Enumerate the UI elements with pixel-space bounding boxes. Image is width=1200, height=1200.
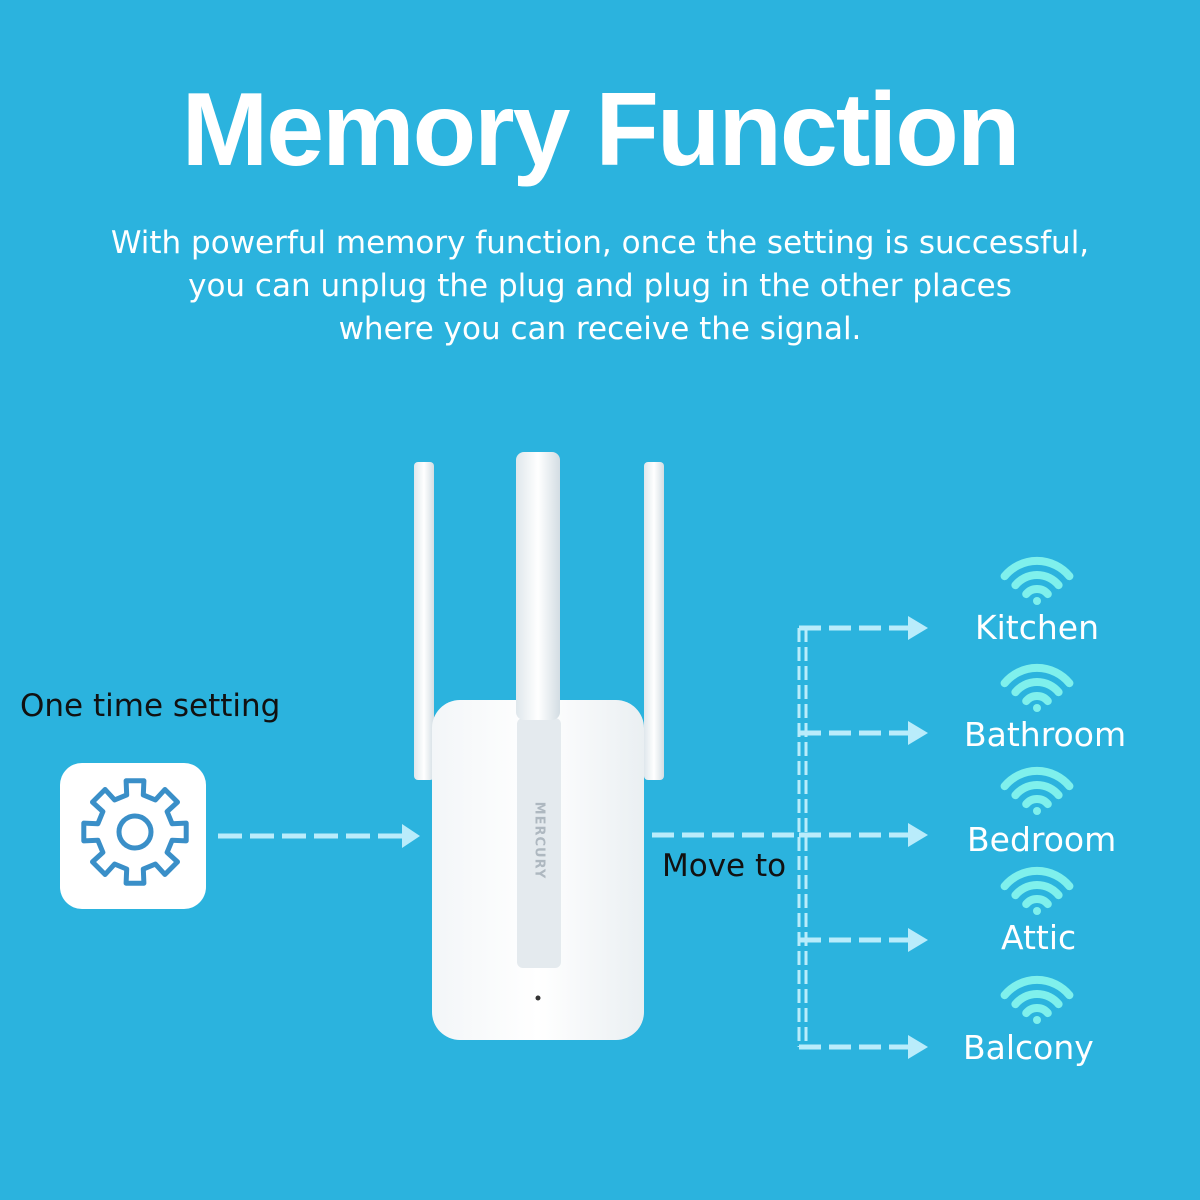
wifi-icon: [1000, 866, 1074, 915]
room-label-balcony: Balcony: [963, 1028, 1094, 1067]
setup-arrow: [218, 824, 420, 848]
wifi-icon: [1000, 975, 1074, 1024]
gear-hub: [116, 813, 154, 851]
center-antenna: [516, 452, 560, 720]
wifi-icons: [1000, 556, 1074, 1024]
description: With powerful memory function, once the …: [60, 222, 1140, 351]
wifi-extender-device: [414, 452, 664, 1040]
wifi-icon: [1000, 766, 1074, 815]
wifi-icon: [1000, 556, 1074, 605]
arrow-head: [908, 616, 928, 640]
move-to-label: Move to: [662, 848, 787, 884]
room-label-attic: Attic: [1001, 918, 1077, 957]
arrow-head: [908, 721, 928, 745]
brand-logo: MERCURY: [531, 801, 547, 879]
gear-icon: [60, 763, 206, 909]
page-title: Memory Function: [181, 72, 1021, 188]
description-line-3: where you can receive the signal.: [338, 311, 862, 347]
status-led: [535, 995, 541, 1001]
gear-outline: [81, 778, 189, 886]
room-label-bathroom: Bathroom: [964, 715, 1127, 754]
arrow-head: [908, 823, 928, 847]
wifi-icon: [1000, 663, 1074, 712]
room-label-bedroom: Bedroom: [967, 820, 1117, 859]
description-line-2: you can unplug the plug and plug in the …: [188, 268, 1012, 304]
left-antenna: [414, 462, 434, 780]
arrow-head: [908, 928, 928, 952]
arrow-head: [908, 1035, 928, 1059]
one-time-setting-label: One time setting: [20, 688, 281, 724]
description-line-1: With powerful memory function, once the …: [110, 225, 1090, 261]
room-label-kitchen: Kitchen: [975, 608, 1100, 647]
branch-arrows: [652, 616, 928, 1059]
center-channel: [517, 718, 561, 968]
right-antenna: [644, 462, 664, 780]
